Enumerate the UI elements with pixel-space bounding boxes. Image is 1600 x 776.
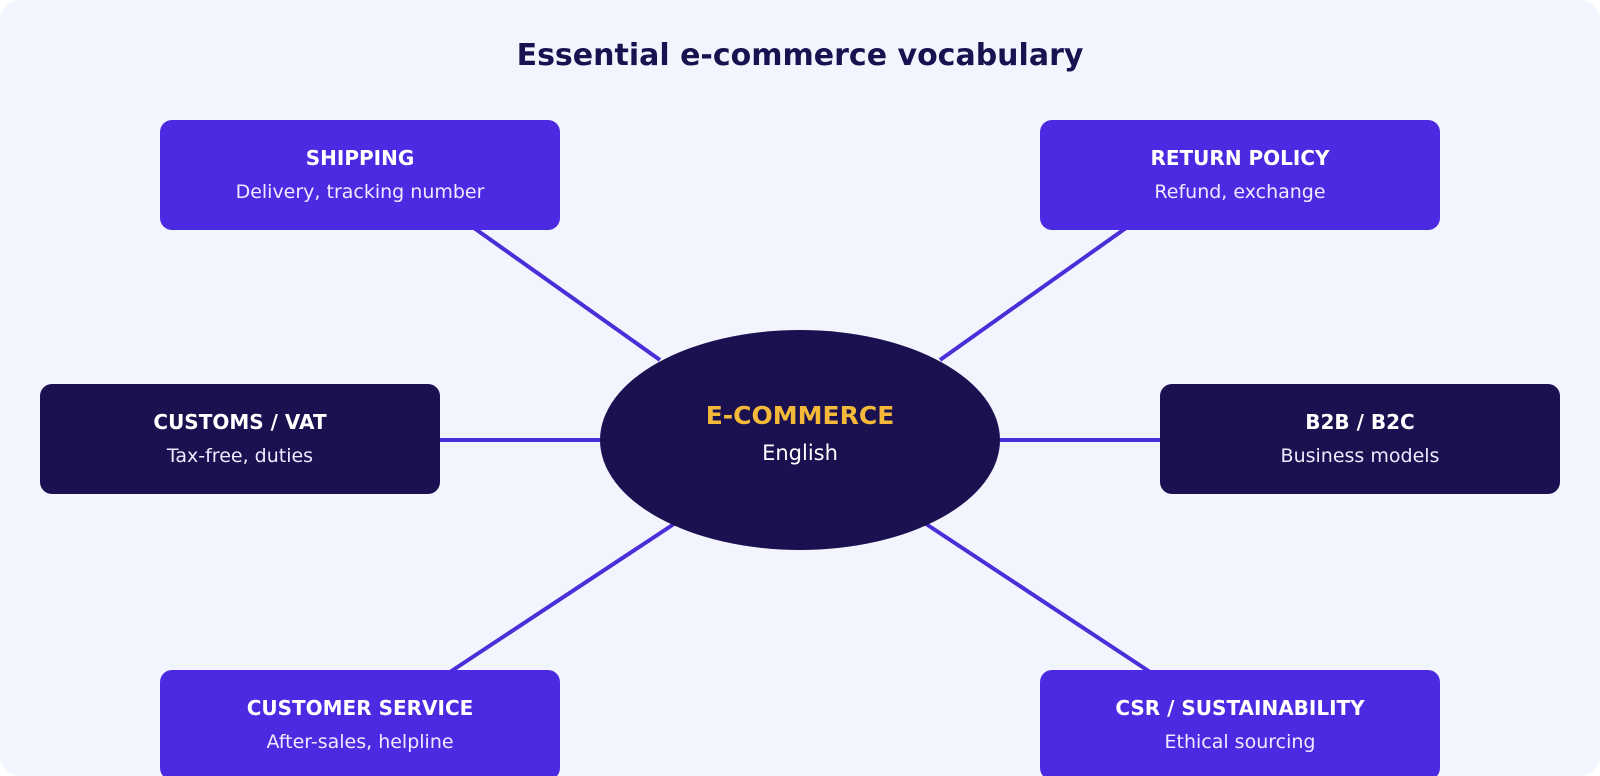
node-return-policy: RETURN POLICY Refund, exchange <box>1040 120 1440 230</box>
connector-csr-sustainability <box>918 518 1152 674</box>
node-csr-sustainability-sub: Ethical sourcing <box>1164 731 1316 753</box>
node-return-policy-sub: Refund, exchange <box>1154 181 1326 203</box>
diagram-title: Essential e-commerce vocabulary <box>516 38 1084 73</box>
node-return-policy-label: RETURN POLICY <box>1150 146 1330 170</box>
center-node: E-COMMERCE English <box>600 330 1000 550</box>
connector-customer-service <box>448 518 682 674</box>
connector-shipping <box>472 226 662 362</box>
node-customs-vat: CUSTOMS / VAT Tax-free, duties <box>40 384 440 494</box>
node-shipping-label: SHIPPING <box>305 146 415 170</box>
node-shipping-sub: Delivery, tracking number <box>235 181 485 203</box>
node-csr-sustainability: CSR / SUSTAINABILITY Ethical sourcing <box>1040 670 1440 776</box>
node-shipping: SHIPPING Delivery, tracking number <box>160 120 560 230</box>
node-customs-vat-sub: Tax-free, duties <box>166 445 314 467</box>
node-b2b-b2c-label: B2B / B2C <box>1305 410 1415 434</box>
center-node-sub: English <box>762 441 838 465</box>
node-customer-service-sub: After-sales, helpline <box>266 731 454 753</box>
node-b2b-b2c: B2B / B2C Business models <box>1160 384 1560 494</box>
node-b2b-b2c-sub: Business models <box>1280 445 1440 467</box>
connector-return-policy <box>938 226 1128 362</box>
node-customs-vat-label: CUSTOMS / VAT <box>153 410 327 434</box>
node-customer-service-label: CUSTOMER SERVICE <box>246 696 474 720</box>
node-csr-sustainability-label: CSR / SUSTAINABILITY <box>1115 696 1365 720</box>
center-node-label: E-COMMERCE <box>705 401 895 430</box>
node-customer-service: CUSTOMER SERVICE After-sales, helpline <box>160 670 560 776</box>
